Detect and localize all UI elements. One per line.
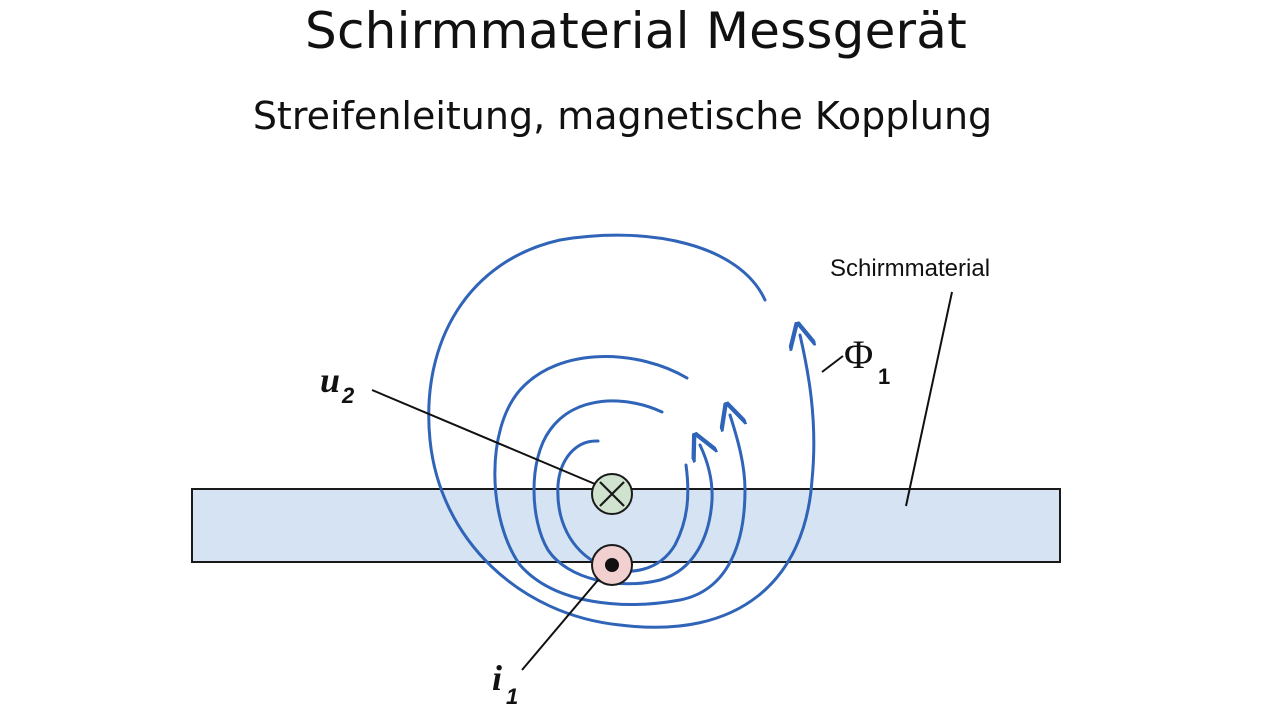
conductor-i1 — [591, 544, 633, 586]
flux-loop-outer — [427, 233, 814, 629]
svg-text:Φ: Φ — [844, 332, 873, 377]
label-i1: i 1 — [492, 658, 518, 709]
leader-i1 — [521, 579, 599, 671]
page-title: Schirmmaterial Messgerät — [305, 2, 967, 60]
flux-loop-2 — [532, 399, 712, 586]
leader-material — [905, 291, 953, 507]
label-u2: u 2 — [320, 360, 355, 408]
svg-text:u: u — [320, 360, 340, 400]
svg-text:1: 1 — [506, 684, 518, 709]
svg-text:1: 1 — [878, 364, 890, 389]
label-material: Schirmmaterial — [830, 255, 990, 282]
leader-phi — [821, 355, 844, 373]
svg-text:2: 2 — [341, 383, 355, 408]
page-subtitle: Streifenleitung, magnetische Kopplung — [252, 94, 993, 138]
svg-text:i: i — [492, 658, 502, 698]
flux-loop-3 — [493, 355, 745, 606]
label-phi: Φ 1 — [844, 332, 890, 389]
conductor-u2 — [591, 473, 633, 515]
leader-u2 — [371, 389, 596, 485]
